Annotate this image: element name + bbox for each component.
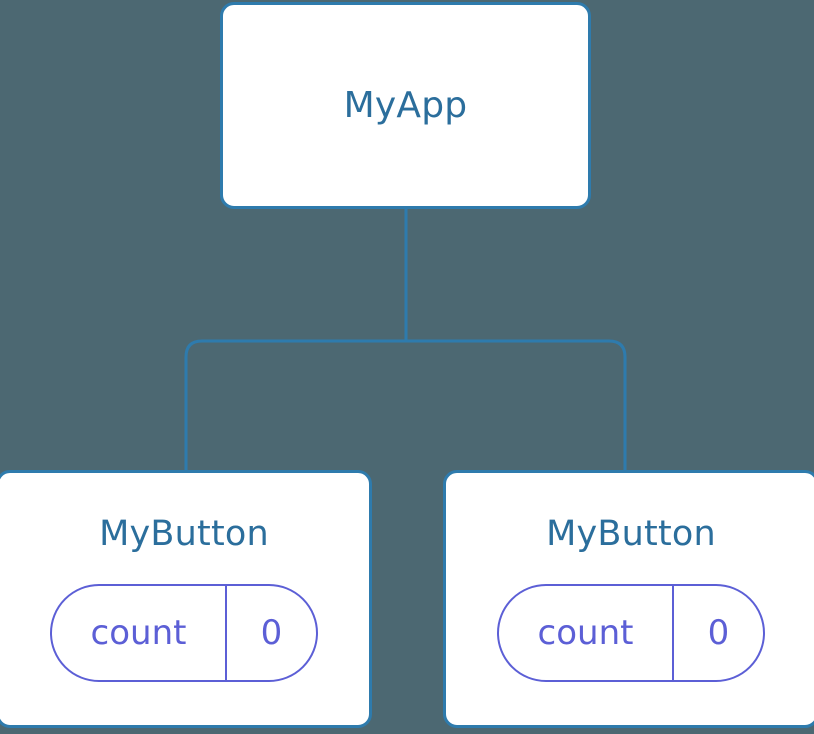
edge-child-bus: [184, 339, 627, 470]
state-pill-left-key: count: [52, 586, 227, 680]
state-pill-left-value: 0: [260, 613, 283, 653]
node-mybutton-right[interactable]: MyButton count 0: [443, 470, 814, 728]
node-myapp-label: MyApp: [343, 84, 468, 126]
node-myapp[interactable]: MyApp: [220, 2, 591, 209]
node-mybutton-right-label: MyButton: [546, 514, 716, 554]
node-mybutton-left-label: MyButton: [99, 514, 269, 554]
node-mybutton-left[interactable]: MyButton count 0: [0, 470, 372, 728]
state-pill-right-value: 0: [707, 613, 730, 653]
state-pill-right[interactable]: count 0: [497, 584, 765, 682]
state-pill-left[interactable]: count 0: [50, 584, 318, 682]
state-pill-right-key: count: [499, 586, 674, 680]
